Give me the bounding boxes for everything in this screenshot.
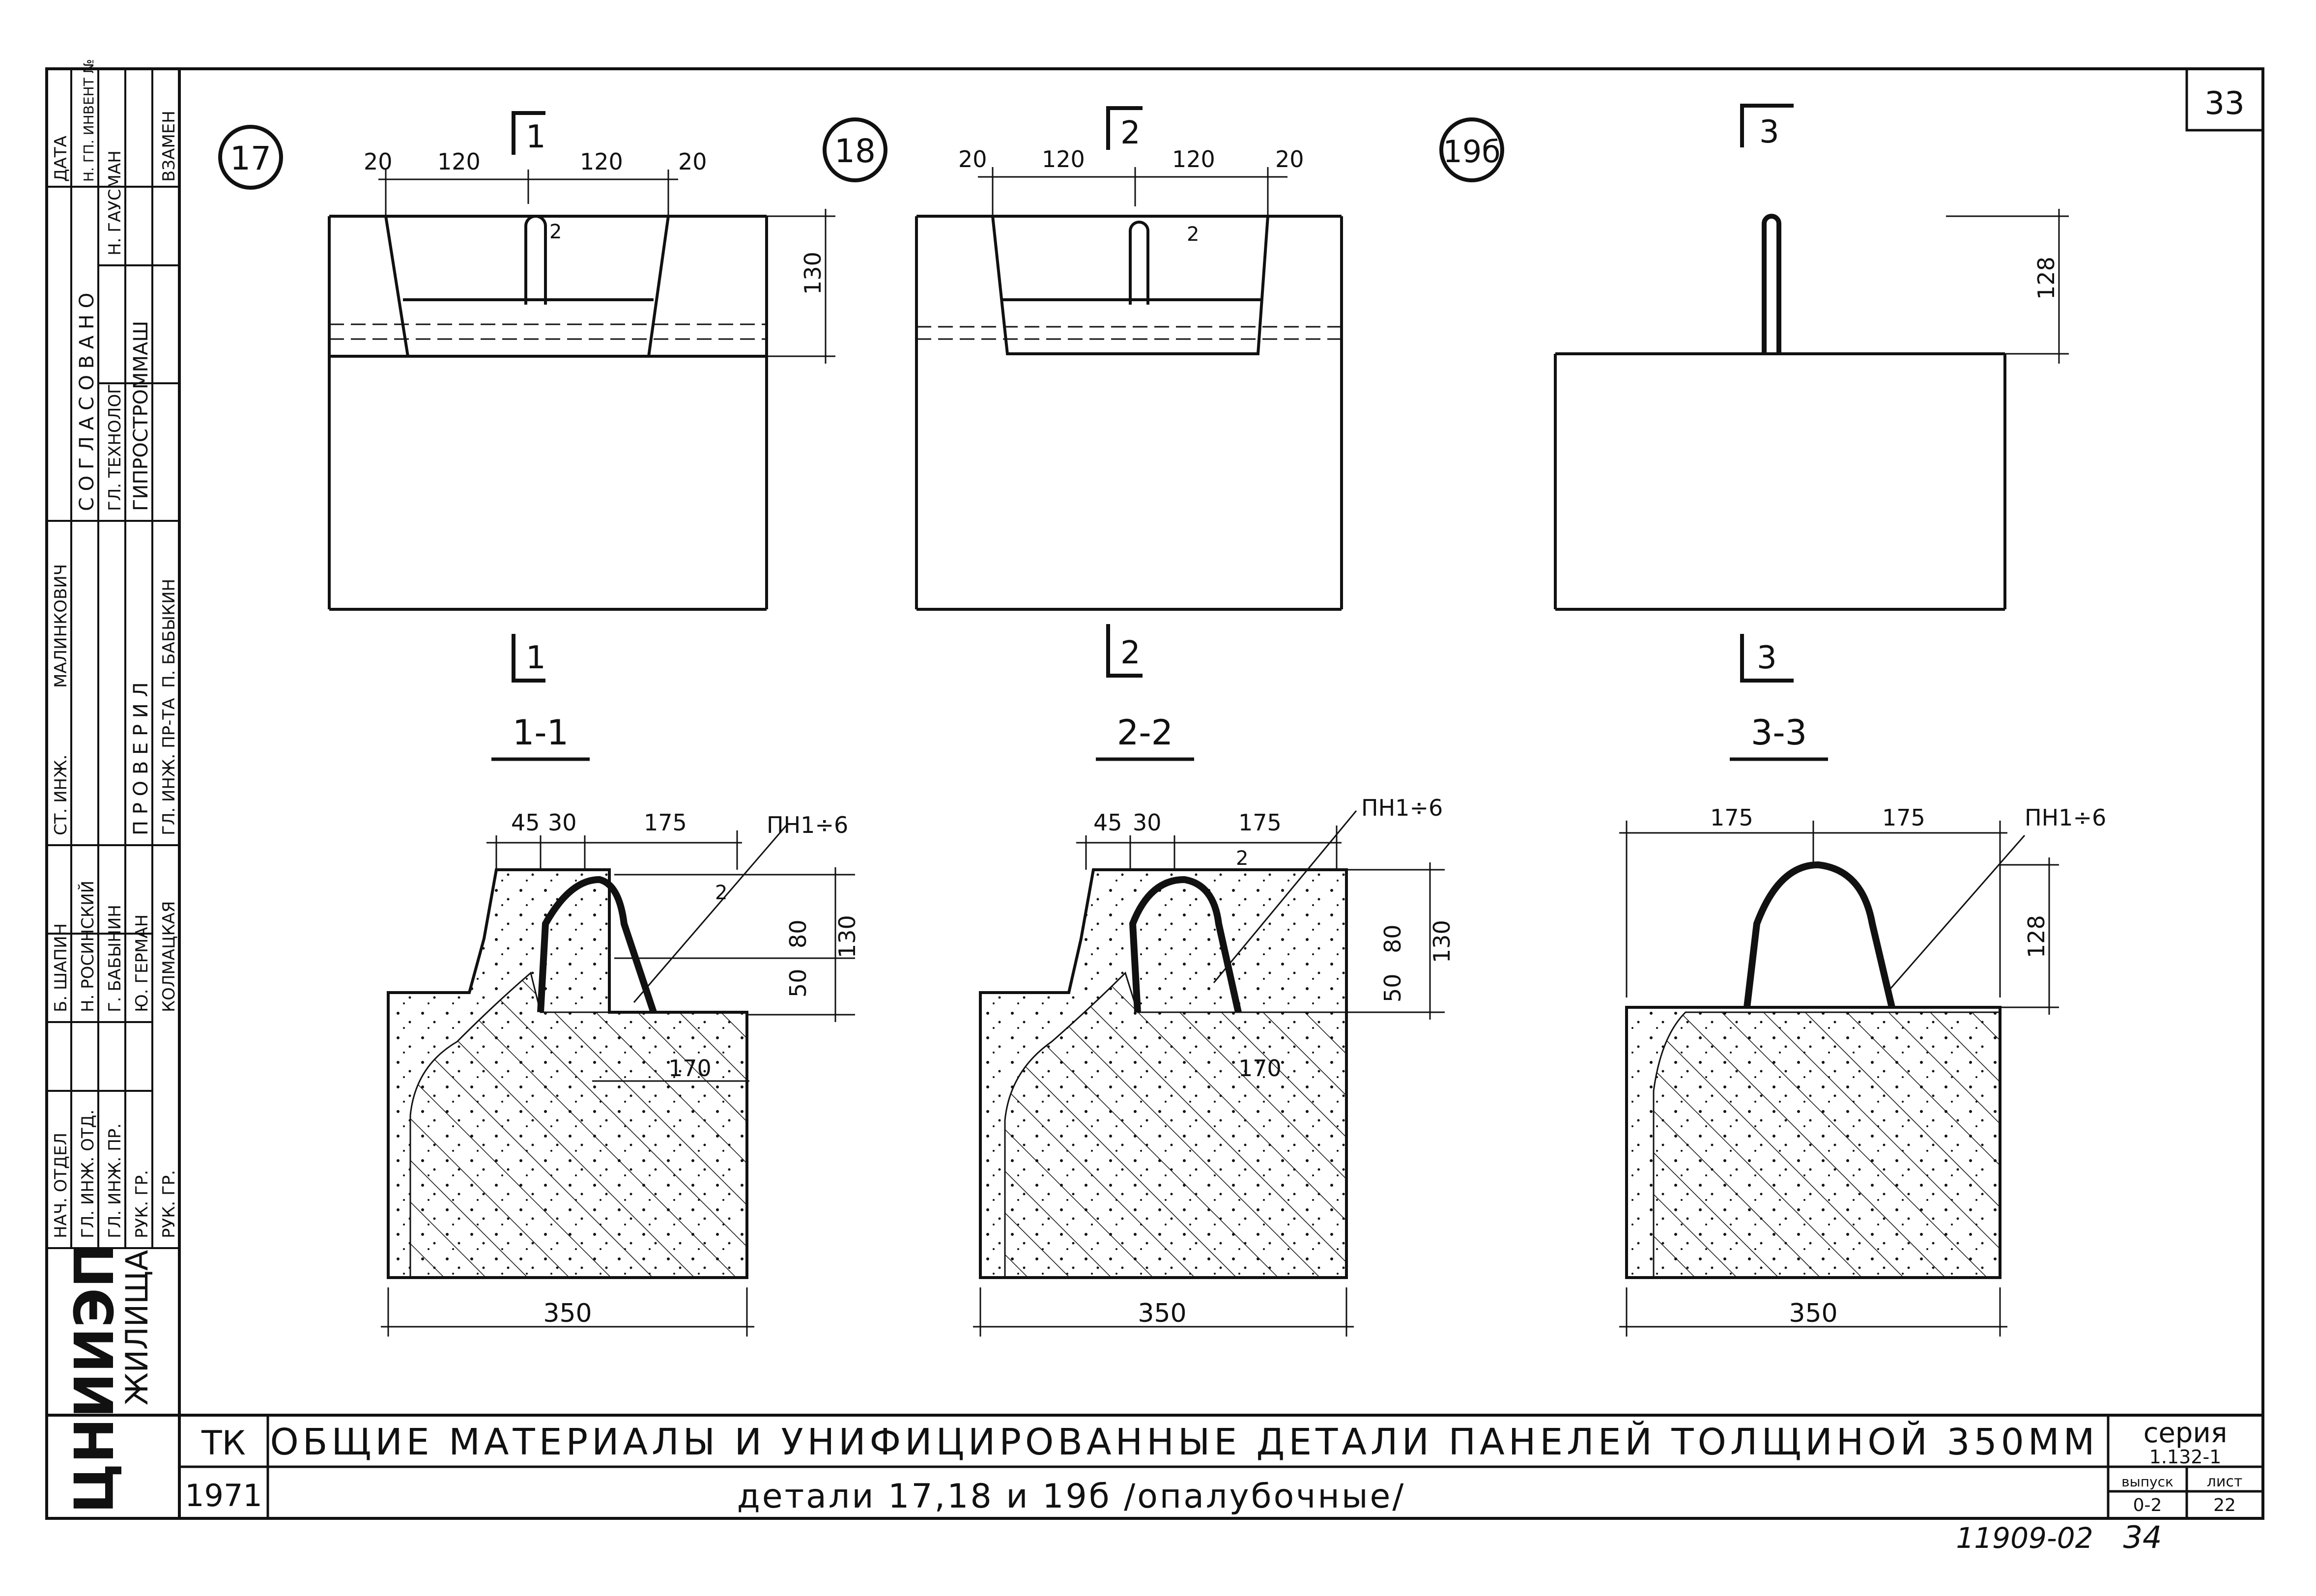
stamp-name-3: Г. БАБЫНИН — [105, 905, 125, 1012]
section-title: 2-2 — [1117, 712, 1173, 753]
section-dim-80: 80 — [785, 919, 811, 948]
col-date: ДАТА — [51, 136, 71, 182]
section-dim-130: 130 — [834, 915, 860, 958]
sheet-subtitle: детали 17,18 и 19б /опалубочные/ — [737, 1477, 1406, 1516]
sheet-value: 22 — [2213, 1495, 2236, 1515]
section-dim-130: 130 — [1429, 920, 1455, 963]
detail-17: 17 1 20 120 120 20 — [218, 111, 860, 1337]
org-name: ЖИЛИЩА — [119, 1250, 155, 1405]
section-dim-350: 350 — [1789, 1299, 1837, 1328]
stamp-role-4: РУК. ГР. — [132, 1170, 152, 1238]
checked-header: П Р О В Е Р И Л — [130, 682, 152, 835]
section-dim-175-right: 175 — [1882, 804, 1925, 831]
dim-120-left: 120 — [1042, 146, 1085, 172]
archive-page: 34 — [2123, 1519, 2162, 1555]
cut-label-top: 3 — [1759, 114, 1779, 150]
cut-label-top: 2 — [1120, 115, 1141, 151]
cut-label-bottom: 2 — [1120, 635, 1141, 671]
section-dim-30: 30 — [548, 809, 577, 836]
checked-role-2: ГЛ. ТЕХНОЛОГ — [105, 384, 125, 511]
detail-marker-circle — [218, 125, 283, 190]
series-value: 1.132-1 — [2149, 1446, 2222, 1468]
section-dim-50: 50 — [785, 969, 811, 998]
title-block: ТК 1971 ОБЩИЕ МАТЕРИАЛЫ И УНИФИЦИРОВАННЫ… — [179, 1415, 2263, 1555]
section-dim-50: 50 — [1379, 973, 1406, 1002]
section-title: 3-3 — [1751, 712, 1807, 753]
section-title: 1-1 — [513, 712, 569, 753]
dim-height: 130 — [800, 252, 826, 295]
dim-120-left: 120 — [437, 148, 481, 175]
col-replace: ВЗАМЕН — [159, 111, 179, 182]
series-label: серия — [2144, 1417, 2228, 1449]
stamp-role-3: ГЛ. ИНЖ. ПР. — [105, 1123, 125, 1238]
stamp-role-2: ГЛ. ИНЖ. ОТД. — [78, 1110, 98, 1238]
dim-120-right: 120 — [1172, 146, 1215, 172]
dim-gap-section: 2 — [715, 882, 727, 904]
section-dim-30: 30 — [1133, 809, 1162, 836]
stamp-name-2: Н. РОСИНСКИЙ — [78, 881, 98, 1012]
dim-height: 128 — [2033, 256, 2059, 300]
stamp-role-5: РУК. ГР. — [159, 1170, 179, 1238]
section-dim-175: 175 — [644, 809, 687, 836]
section-dim-170: 170 — [668, 1055, 712, 1082]
detail-marker: 18 — [834, 132, 876, 170]
institute-name: ГИПРОСТРОММАШ — [130, 321, 152, 511]
section-dim-175-left: 175 — [1710, 804, 1753, 831]
detail-19b: 19б 3 128 3 3-3 — [1439, 104, 2106, 1337]
dim-gap: 2 — [1187, 223, 1199, 246]
page-number: 33 — [2204, 86, 2244, 122]
page-number-box: 33 — [2185, 67, 2264, 132]
section-dim-80: 80 — [1379, 924, 1406, 953]
org-logo: ЦНИИЭП — [63, 1243, 126, 1513]
section-dim-45: 45 — [1093, 809, 1122, 836]
stamp-role-1: НАЧ. ОТДЕЛ — [51, 1133, 71, 1238]
rebar-label: ПН1÷6 — [767, 812, 848, 838]
section-dim-175: 175 — [1238, 809, 1282, 836]
side-stamp: НАЧ. ОТДЕЛ ГЛ. ИНЖ. ОТД. ГЛ. ИНЖ. ПР. РУ… — [47, 59, 179, 1513]
checked-name-1: МАЛИНКОВИЧ — [51, 564, 71, 688]
detail-marker: 19б — [1443, 134, 1500, 170]
detail-18: 18 2 20 120 120 20 2 2 2-2 — [823, 106, 1455, 1337]
cut-label-bottom: 1 — [526, 640, 546, 676]
stamp-name-1: Б. ШАПИН — [51, 923, 71, 1012]
cut-label-top: 1 — [526, 119, 546, 155]
sheet-title: ОБЩИЕ МАТЕРИАЛЫ И УНИФИЦИРОВАННЫЕ ДЕТАЛИ… — [270, 1420, 2099, 1463]
dim-20-right: 20 — [1275, 146, 1304, 172]
section-dim-350: 350 — [1138, 1299, 1186, 1328]
detail-marker-circle — [823, 117, 887, 182]
stamp-name-4: Ю. ГЕРМАН — [132, 914, 152, 1012]
sheet-label: лист — [2207, 1473, 2243, 1490]
agreed-header: С О Г Л А С О В А Н О — [76, 293, 98, 511]
section-dim-128: 128 — [2023, 915, 2050, 958]
rebar-label: ПН1÷6 — [1361, 795, 1443, 821]
checked-role-3: ГЛ. ИНЖ. ПР-ТА — [159, 698, 179, 835]
cut-label-bottom: 3 — [1757, 640, 1777, 676]
rebar-label: ПН1÷6 — [2025, 804, 2106, 831]
dim-20-left: 20 — [958, 146, 987, 172]
stamp-name-5: КОЛМАЦКАЯ — [159, 901, 179, 1012]
section-dim-45: 45 — [511, 809, 540, 836]
section-dim-170: 170 — [1238, 1055, 1282, 1082]
checked-role-1: СТ. ИНЖ. — [51, 754, 71, 835]
checked-name-2: Н. ГАУСМАН — [105, 150, 125, 256]
section-dim-350: 350 — [543, 1299, 592, 1328]
dim-20-left: 20 — [364, 148, 393, 175]
col-inv: Н. ГП. ИНВЕНТ № — [81, 59, 97, 182]
dim-gap-section: 2 — [1236, 847, 1248, 870]
sheet-frame — [45, 67, 2264, 1520]
detail-marker-circle — [1439, 117, 1504, 182]
checked-name-3: П. БАБЫКИН — [159, 579, 179, 688]
archive-number: 11909-02 — [1956, 1521, 2093, 1555]
dim-20-right: 20 — [678, 148, 707, 175]
detail-marker: 17 — [230, 140, 271, 177]
issue-label: выпуск — [2121, 1474, 2173, 1490]
year: 1971 — [185, 1478, 262, 1513]
org-code: ТК — [201, 1424, 246, 1463]
dim-120-right: 120 — [580, 148, 623, 175]
dim-gap: 2 — [549, 221, 562, 243]
issue-value: 0-2 — [2133, 1495, 2162, 1515]
